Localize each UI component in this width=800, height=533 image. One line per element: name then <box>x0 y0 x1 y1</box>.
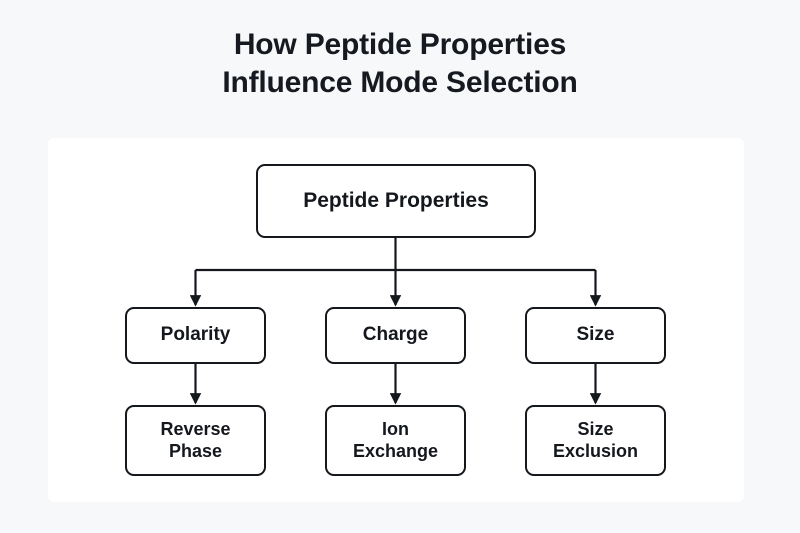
node-ion-exchange[interactable]: Ion Exchange <box>325 405 466 476</box>
node-charge[interactable]: Charge <box>325 307 466 364</box>
flowchart: Peptide Properties Polarity Charge Size … <box>48 138 744 502</box>
page-title-line-1: How Peptide Properties <box>233 28 567 61</box>
page-title: How Peptide Properties Influence Mode Se… <box>0 26 800 102</box>
node-size[interactable]: Size <box>525 307 666 364</box>
node-label: Ion Exchange <box>352 419 439 461</box>
node-reverse-phase[interactable]: Reverse Phase <box>125 405 266 476</box>
node-label: Size Exclusion <box>552 419 639 461</box>
node-label: Charge <box>362 324 429 346</box>
node-label: Reverse Phase <box>160 419 231 461</box>
node-label: Size <box>576 324 615 346</box>
diagram-card: Peptide Properties Polarity Charge Size … <box>48 138 744 502</box>
node-peptide-properties[interactable]: Peptide Properties <box>256 164 536 238</box>
node-label: Polarity <box>160 324 231 346</box>
node-size-exclusion[interactable]: Size Exclusion <box>525 405 666 476</box>
node-label: Peptide Properties <box>303 188 489 212</box>
node-polarity[interactable]: Polarity <box>125 307 266 364</box>
page-title-line-2: Influence Mode Selection <box>222 66 578 99</box>
